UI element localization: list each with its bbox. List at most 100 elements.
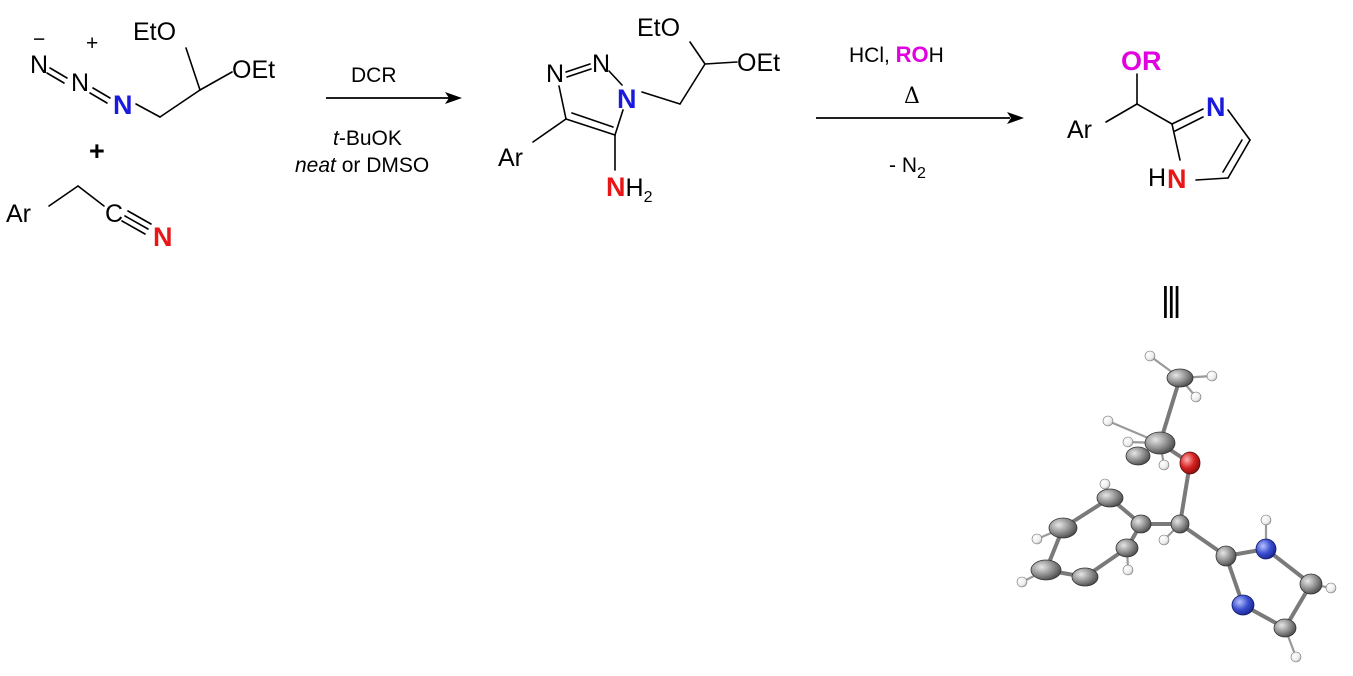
product-h-label: H xyxy=(1148,164,1166,192)
bond-c4-c5-double xyxy=(571,112,614,128)
bond-nn-2b xyxy=(89,92,108,104)
product-n3-blue: N xyxy=(1206,92,1226,122)
azide-reactant: − N + N N EtO OEt xyxy=(30,18,275,120)
bond-ch-c2 xyxy=(1136,103,1173,125)
step2-minus-n: - N xyxy=(889,154,917,177)
bond-nn-1a xyxy=(49,67,68,79)
positive-charge: + xyxy=(86,32,98,55)
bond-n1-c2 xyxy=(1171,123,1181,161)
azide-eto-label: EtO xyxy=(133,18,176,46)
atom-carbon xyxy=(1144,431,1176,455)
bond-c2-n3 xyxy=(1171,108,1204,125)
atom-hydrogen xyxy=(1122,436,1134,448)
atom-carbon xyxy=(1030,559,1062,581)
atom-hydrogen xyxy=(1031,533,1043,545)
triazole-n3-label: N xyxy=(546,60,564,88)
imidazole-product: OR Ar N H N xyxy=(1067,46,1251,194)
triazole-nh2: NH2 xyxy=(606,172,653,206)
atom-oxygen xyxy=(1179,451,1201,475)
atom-carbon xyxy=(1170,514,1190,534)
bond-ch2-ch xyxy=(159,89,201,118)
nitrile-ar-label: Ar xyxy=(6,200,31,228)
bond-ch2-ch-tz xyxy=(679,63,706,105)
atom-carbon xyxy=(1048,517,1078,539)
atom-hydrogen xyxy=(1325,582,1337,594)
nitrile-reactant: Ar C N xyxy=(6,185,173,252)
identity-symbol: ||| xyxy=(1161,281,1179,319)
atom-hydrogen xyxy=(1158,459,1170,471)
atom-hydrogen xyxy=(1190,391,1202,403)
step1-arrow: DCR t-BuOK neat or DMSO xyxy=(295,64,462,177)
azide-n-blue: N xyxy=(113,90,133,120)
bond-n3-c4 xyxy=(1227,109,1251,141)
step1-base-rest: -BuOK xyxy=(339,127,402,150)
triazole-oet-label: OEt xyxy=(737,49,780,77)
bond-n3-n2-a xyxy=(565,63,591,73)
bond-c5-n1 xyxy=(1195,177,1229,181)
nitrile-c-label: C xyxy=(105,200,123,228)
product-or-magenta: OR xyxy=(1121,46,1162,76)
xray-crystal-structure xyxy=(1016,350,1337,663)
bond-ch-o2-tz xyxy=(704,61,738,65)
bond-nn-1b xyxy=(46,72,65,84)
atom-hydrogen xyxy=(1099,478,1111,490)
bond-c4-c5 xyxy=(1227,139,1251,179)
step2-reagents: HCl, ROH xyxy=(849,42,944,67)
nitrile-n-red: N xyxy=(153,222,173,252)
atom-hydrogen xyxy=(1260,514,1272,526)
negative-charge: − xyxy=(33,28,45,51)
step1-solvent-rest: or DMSO xyxy=(336,154,429,177)
plus-sign: + xyxy=(89,136,105,166)
atom-carbon xyxy=(1273,618,1297,638)
atom-carbon xyxy=(1115,538,1139,558)
step1-base-italic: t xyxy=(333,127,340,150)
step2-loss-n2: - N2 xyxy=(889,154,926,182)
atom-hydrogen xyxy=(1144,350,1156,362)
azide-n-terminal: N xyxy=(30,51,48,79)
atom-hydrogen xyxy=(1290,651,1302,663)
nh2-h: H xyxy=(626,174,644,202)
bond-ch-ar xyxy=(1105,103,1138,123)
atom-carbon xyxy=(1125,446,1151,466)
triple-bond-c xyxy=(121,220,146,235)
atom-hydrogen xyxy=(1122,564,1134,576)
bond-c4-c5 xyxy=(565,118,616,136)
bond-ch-o1 xyxy=(185,47,201,91)
bond-n2-n1 xyxy=(608,70,623,86)
atom-hydrogen xyxy=(1016,576,1028,588)
step2-heat-delta: Δ xyxy=(904,84,920,109)
step2-h: H xyxy=(929,44,944,67)
bond-n3-n2-b xyxy=(566,68,592,78)
azide-oet-label: OEt xyxy=(232,56,275,84)
atom-carbon xyxy=(1071,567,1099,587)
step2-ro-magenta: RO xyxy=(896,42,929,67)
bond-n1-ch2 xyxy=(641,91,681,105)
triazole-eto-label: EtO xyxy=(637,14,680,42)
bond-ch-o1-tz xyxy=(689,41,706,65)
bond-ch-o2 xyxy=(199,71,233,91)
bond-c4-ar xyxy=(532,118,567,143)
bond-n3-c4 xyxy=(558,85,567,120)
bond-nn-2a xyxy=(92,87,111,99)
triazole-ar-label: Ar xyxy=(498,144,523,172)
atom-carbon xyxy=(1096,488,1124,508)
bond-c2-n3-double xyxy=(1174,116,1204,132)
step1-solvent-italic: neat xyxy=(295,154,337,177)
bond-n-ch2 xyxy=(135,103,161,118)
bond-c5-n1 xyxy=(614,109,624,136)
step2-subscript: 2 xyxy=(917,165,926,182)
product-n1-red: N xyxy=(1167,164,1187,194)
triple-bond-b xyxy=(127,210,152,225)
atom-nitrogen xyxy=(1231,594,1255,616)
nh2-n-red: N xyxy=(606,172,626,202)
triazole-n2-label: N xyxy=(592,50,610,78)
atom-carbon xyxy=(1215,545,1237,567)
atom-hydrogen xyxy=(1158,534,1170,546)
step2-arrowhead xyxy=(1007,112,1024,124)
atom-carbon xyxy=(1130,514,1152,534)
bond-ar-ch2 xyxy=(48,185,79,207)
bond-c4-c5-double xyxy=(1222,139,1243,173)
triple-bond-a xyxy=(124,215,149,230)
step1-base: t-BuOK xyxy=(333,127,402,150)
